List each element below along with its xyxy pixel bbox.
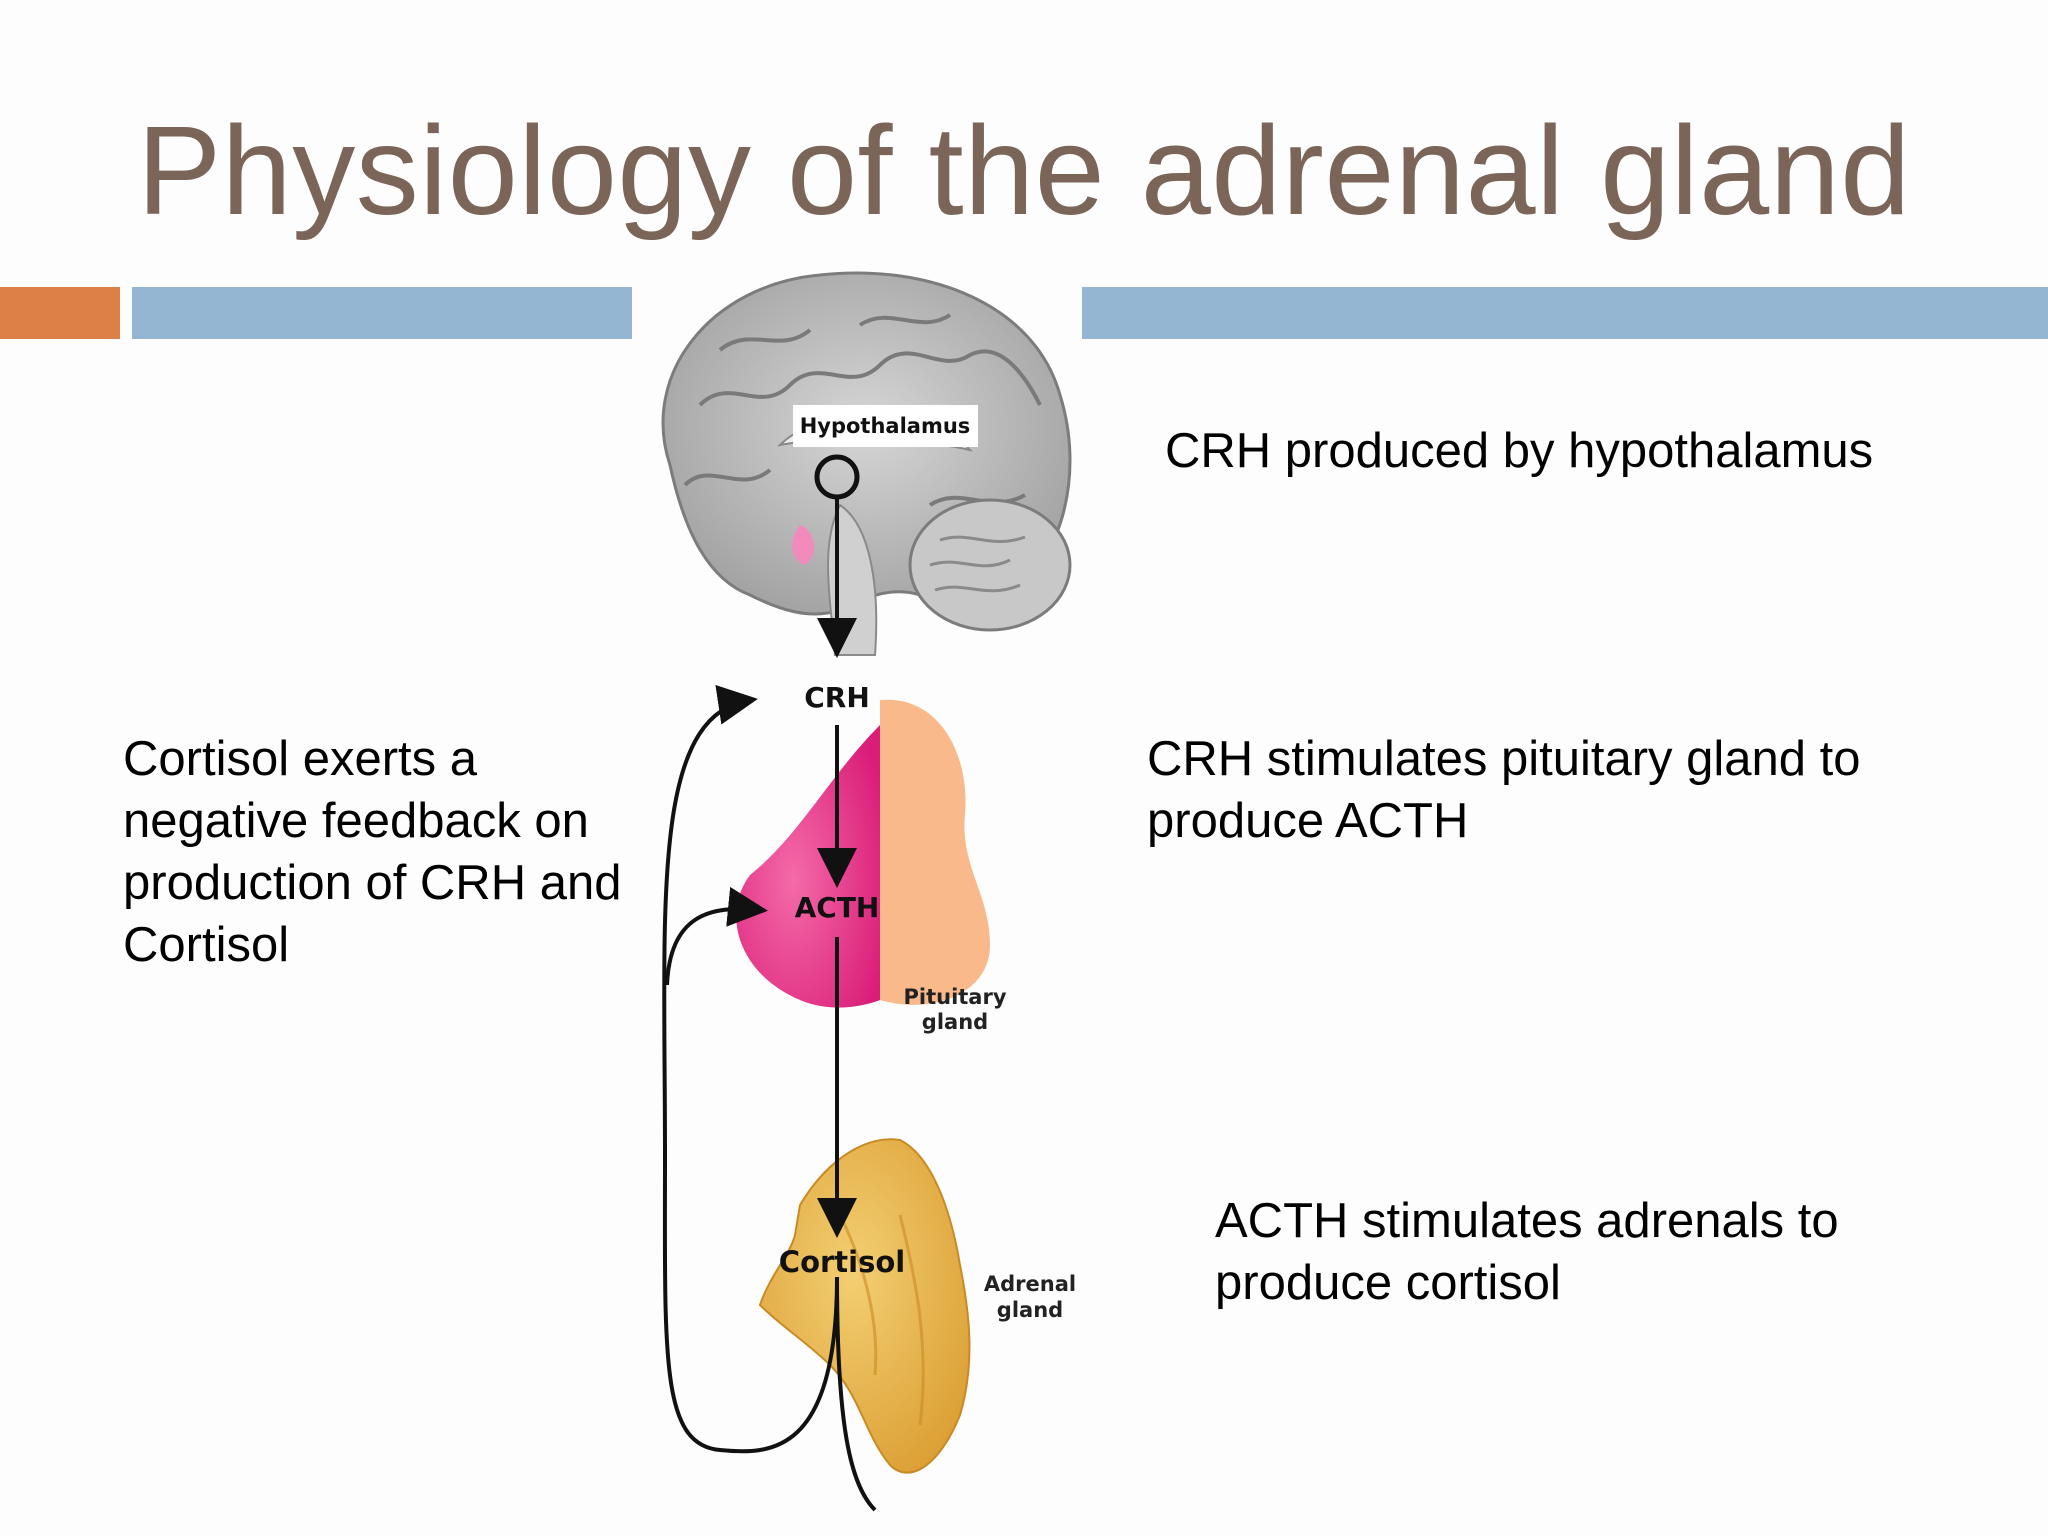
pituitary-label-line2: gland [922,1010,988,1034]
feedback-arrow-to-acth [665,886,768,986]
feedback-arrow-to-crh [662,685,839,1454]
slide-title: Physiology of the adrenal gland [137,100,1911,241]
adrenal-label-line1: Adrenal [984,1272,1076,1296]
hypothalamus-label-box [793,405,978,447]
pituitary-label-line1: Pituitary [903,985,1006,1009]
brain-illustration [661,271,1072,656]
hypothalamus-label: Hypothalamus [800,414,971,438]
accent-bar-blue-left [132,287,632,339]
caption-pituitary: CRH stimulates pituitary gland to produc… [1147,732,1861,848]
adrenal-label-line2: gland [997,1298,1063,1322]
accent-bar-blue-right [1082,287,2048,339]
caption-hypothalamus: CRH produced by hypothalamus [1165,424,1874,478]
crh-label: CRH [804,681,870,714]
adrenal-illustration [758,1138,971,1474]
accent-bar-orange [0,287,120,339]
hpa-axis-diagram: Hypothalamus CRH ACTH Cortisol Pituitary… [661,271,1076,1512]
cortisol-label: Cortisol [779,1245,905,1279]
pituitary-illustration [736,699,990,1008]
caption-adrenal: ACTH stimulates adrenals to produce cort… [1215,1194,1839,1310]
cortisol-output-line [835,1276,877,1512]
acth-label: ACTH [795,891,880,924]
caption-feedback: Cortisol exerts a negative feedback on p… [123,732,622,972]
